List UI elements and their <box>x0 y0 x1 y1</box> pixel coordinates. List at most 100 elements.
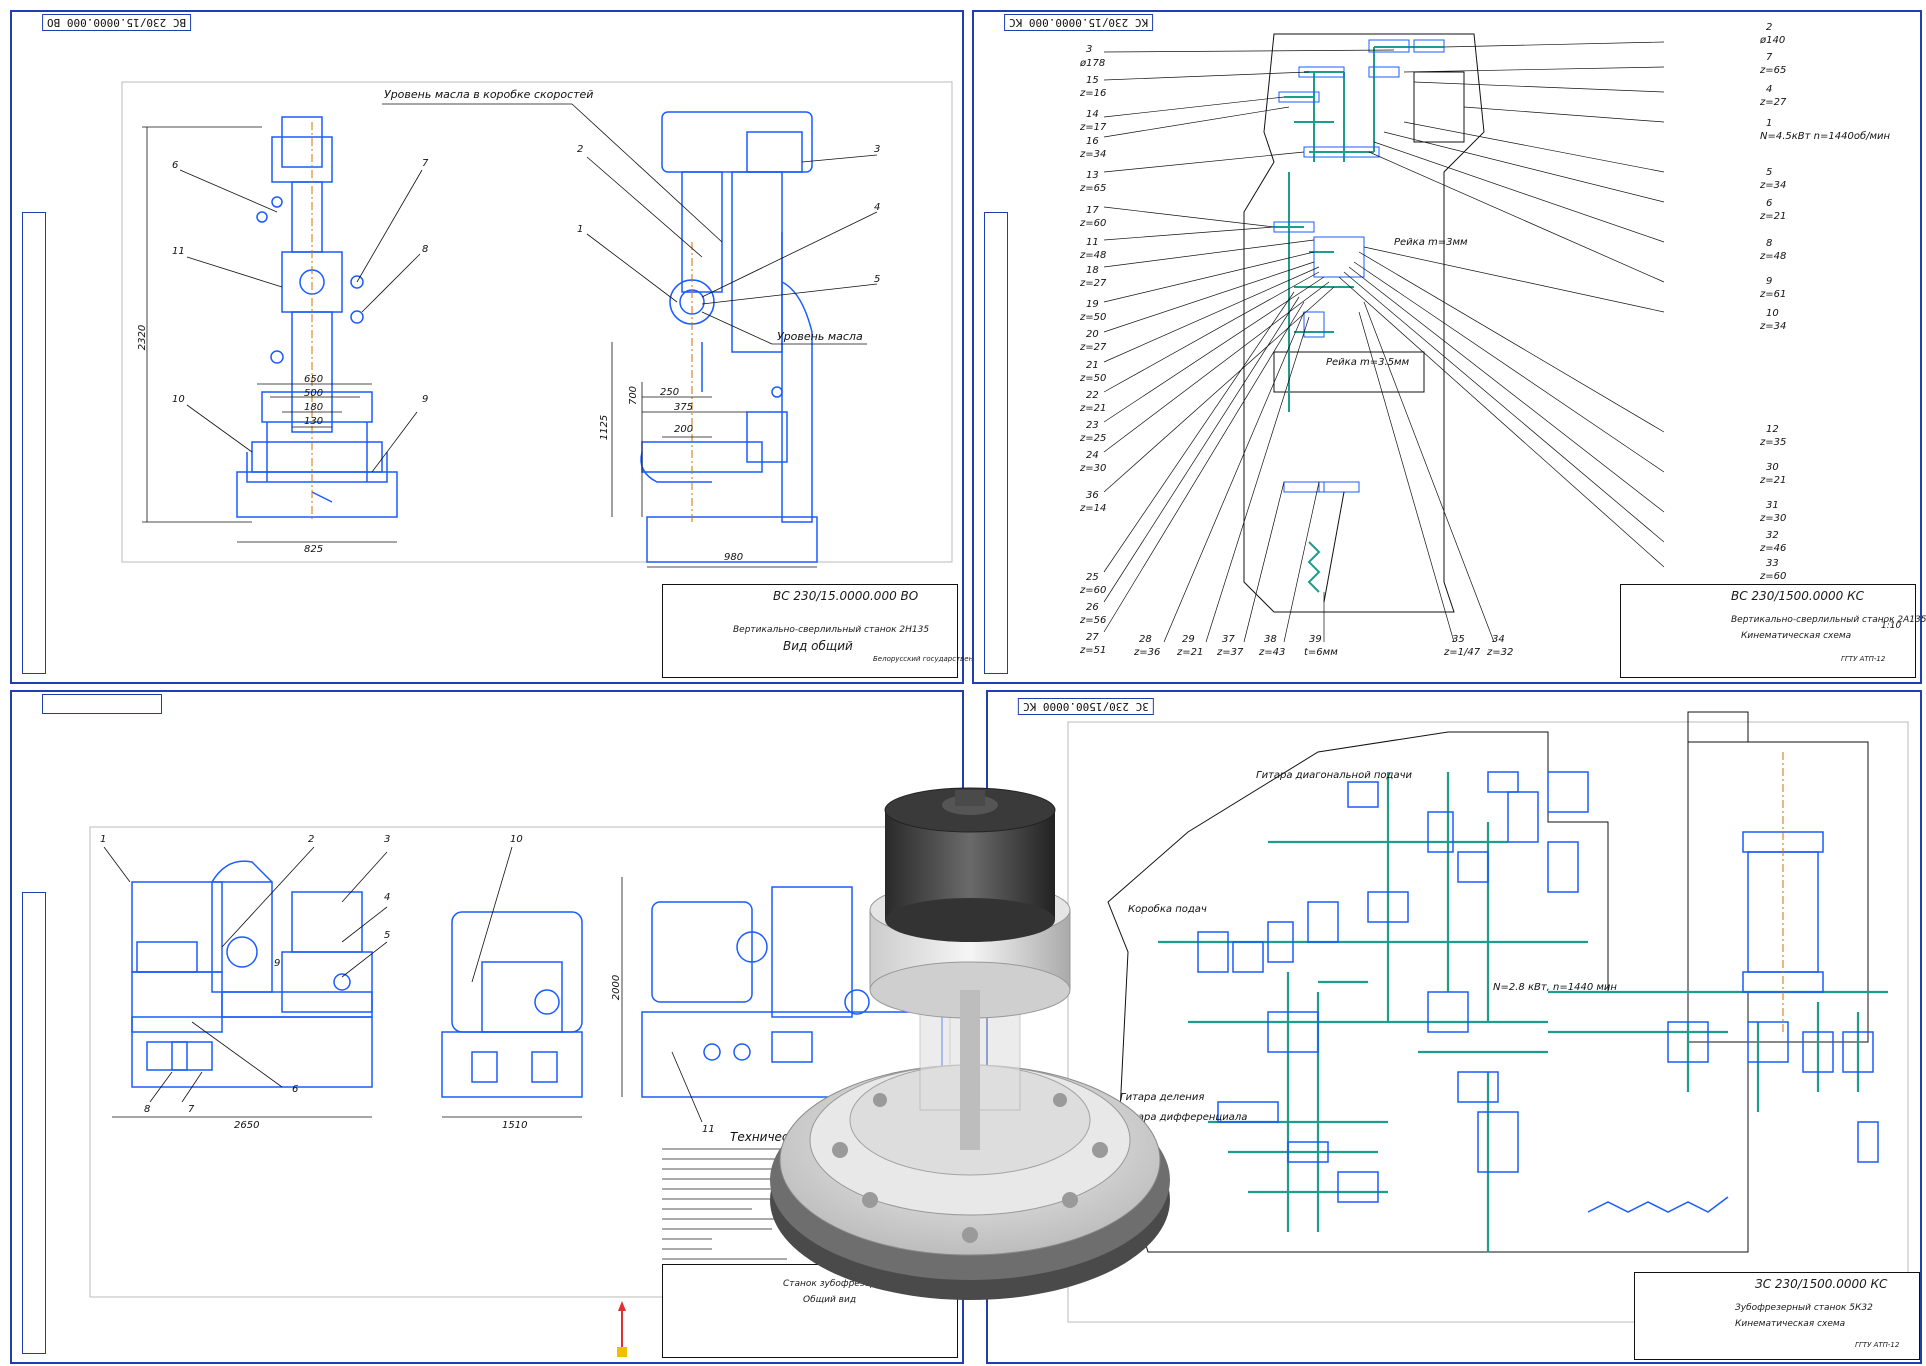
callout-2: 2 <box>577 144 584 155</box>
gear-value: z=34 <box>1760 321 1787 332</box>
gear-value: z=34 <box>1760 180 1787 191</box>
gear-value: ø178 <box>1080 58 1106 69</box>
gear-hobbing-drawing <box>89 826 951 1298</box>
drawing-subtitle: Общий вид <box>803 1295 857 1305</box>
side-strip <box>22 212 46 674</box>
organization: ГГТУ АТП-12 <box>1855 1341 1900 1349</box>
gear-label: 32 <box>1766 530 1779 541</box>
guitar-division-label: Гитара деления <box>1120 1092 1205 1103</box>
dim-500: 500 <box>304 388 324 399</box>
gear-label: 20 <box>1086 329 1099 340</box>
callout-1: 1 <box>577 224 584 235</box>
organization: Белорусский государственный университет <box>873 655 1038 663</box>
drilling-machine-drawing <box>121 81 953 568</box>
oil-level-label: Уровень масла <box>777 330 863 343</box>
sheet-drilling-kinematic-scheme: КС 230/15.0000.000 КС <box>972 10 1926 684</box>
callout-2: 2 <box>308 834 315 845</box>
gear-label: 4 <box>1766 84 1773 95</box>
callout-4: 4 <box>384 892 391 903</box>
gear-label: 39 <box>1309 634 1322 645</box>
title-block: ЗС 230/1500.0000 КС Зубофрезерный станок… <box>1634 1272 1920 1360</box>
dim-180: 180 <box>304 402 324 413</box>
callout-8: 8 <box>422 244 429 255</box>
dim-2650: 2650 <box>234 1120 260 1131</box>
gear-label: 29 <box>1182 634 1195 645</box>
title-block: ВС 230/1500.0000 КС Вертикально-сверлиль… <box>1620 584 1926 678</box>
gear-label: 37 <box>1222 634 1235 645</box>
gear-label: 18 <box>1086 265 1099 276</box>
gear-value: z=37 <box>1217 647 1244 658</box>
dim-2320: 2320 <box>137 324 149 351</box>
motor-spec: N=4.5кВт n=1440об/мин <box>1760 131 1891 142</box>
rack-label-1: Рейка m=3мм <box>1394 237 1468 248</box>
dim-1510: 1510 <box>502 1120 528 1131</box>
gear-value: z=65 <box>1080 183 1107 194</box>
callout-9: 9 <box>422 394 429 405</box>
gear-label: 35 <box>1452 634 1465 645</box>
gear-value: z=35 <box>1760 437 1787 448</box>
gear-value: z=27 <box>1080 278 1107 289</box>
callout-1: 1 <box>100 834 107 845</box>
drawing-stamp: ЗС 230/1500.0000 КС <box>1755 1277 1888 1291</box>
drawing-stamp: ВС 230/15.0000.000 ВО <box>773 589 919 603</box>
side-strip <box>984 212 1008 674</box>
gear-value: z=32 <box>1487 647 1514 658</box>
dim-825: 825 <box>304 544 324 555</box>
gear-label: 10 <box>1766 308 1779 319</box>
gear-value: z=65 <box>1760 65 1787 76</box>
gear-value: z=21 <box>1080 403 1107 414</box>
motor-spec: N=2.8 кВт, n=1440 мин <box>1493 982 1617 993</box>
gear-label: 7 <box>1766 52 1773 63</box>
gear-value: z=1/47 <box>1444 647 1481 658</box>
gear-label: 2 <box>1766 22 1773 33</box>
gear-label: 15 <box>1086 75 1099 86</box>
gear-label: 5 <box>1766 167 1773 178</box>
hobbing-kinematic-drawing <box>1067 711 1909 1323</box>
gear-label: 14 <box>1086 109 1099 120</box>
gear-label: 34 <box>1492 634 1505 645</box>
callout-5: 5 <box>874 274 881 285</box>
gear-label: 11 <box>1086 237 1099 248</box>
rotary-table-3d-model <box>770 787 1170 1300</box>
callout-7: 7 <box>422 158 429 169</box>
ucs-axis-icon <box>617 1301 627 1357</box>
gear-label: 31 <box>1766 500 1779 511</box>
drawing-stamp: ВС 230/1500.0000 КС <box>1731 589 1864 603</box>
gear-value: ø140 <box>1760 35 1786 46</box>
side-strip <box>22 892 46 1354</box>
callout-7: 7 <box>188 1104 195 1115</box>
callout-4: 4 <box>874 202 881 213</box>
gear-label: 12 <box>1766 424 1779 435</box>
gear-value: z=60 <box>1760 571 1787 582</box>
drawing-title: Вертикально-сверлильный станок 2А135 <box>1731 615 1926 625</box>
callout-10: 10 <box>510 834 523 845</box>
gear-value: z=60 <box>1080 218 1107 229</box>
drawing-subtitle: Кинематическая схема <box>1741 631 1852 641</box>
rack-label-2: Рейка m=3.5мм <box>1326 357 1410 368</box>
title-block: ВС 230/15.0000.000 ВО Вертикально-сверли… <box>662 584 1037 678</box>
gear-value: z=27 <box>1080 342 1107 353</box>
gear-label: 3 <box>1086 44 1093 55</box>
callout-9: 9 <box>274 958 281 969</box>
callout-5: 5 <box>384 930 391 941</box>
sheet-drilling-general-view: ВС 230/15.0000.000 ВО <box>10 10 1037 684</box>
scale: 1:10 <box>1881 621 1902 631</box>
gear-value: z=48 <box>1760 251 1787 262</box>
gear-value: z=25 <box>1080 433 1107 444</box>
gear-value: z=16 <box>1080 88 1107 99</box>
drawing-subtitle: Кинематическая схема <box>1735 1319 1846 1329</box>
dim-130: 130 <box>304 416 324 427</box>
sheet-gear-hobbing-kinematic-scheme: ЗС 230/1500.0000 КС <box>986 690 1922 1364</box>
gear-label: 23 <box>1086 420 1099 431</box>
gear-value: z=61 <box>1760 289 1787 300</box>
callout-11: 11 <box>172 246 185 257</box>
callout-3: 3 <box>384 834 391 845</box>
gear-label: 8 <box>1766 238 1773 249</box>
callout-11: 11 <box>702 1124 715 1135</box>
gear-label: 22 <box>1086 390 1099 401</box>
gear-value: z=51 <box>1080 645 1107 656</box>
gear-label: 26 <box>1086 602 1099 613</box>
oil-level-gearbox-label: Уровень масла в коробке скоростей <box>384 88 594 101</box>
gear-label: 24 <box>1086 450 1099 461</box>
gear-label: 36 <box>1086 490 1099 501</box>
